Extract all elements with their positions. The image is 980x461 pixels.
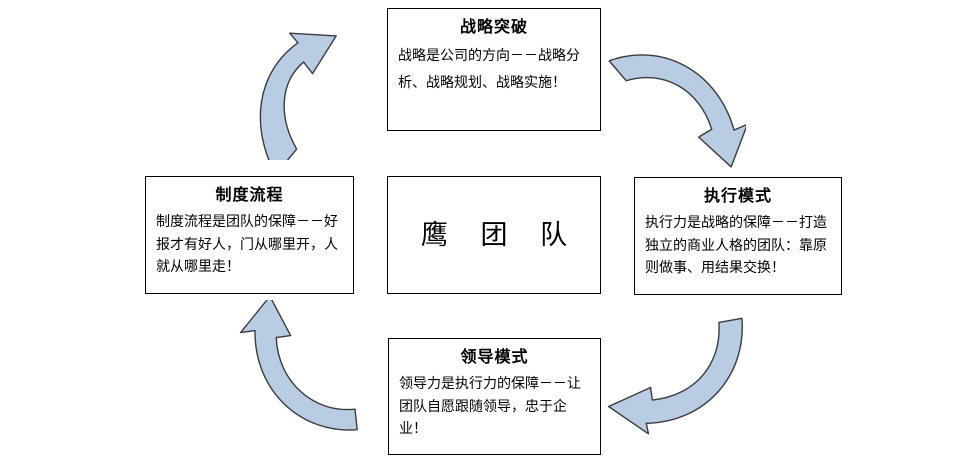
node-body-strategy: 战略是公司的方向－－战略分析、战略规划、战略实施！ [398, 48, 580, 92]
diagram-node-leadership[interactable]: 领导模式 领导力是执行力的保障－－让团队自愿跟随领导，忠于企业！ [388, 338, 601, 455]
node-title-strategy: 战略突破 [459, 17, 528, 36]
diagram-node-process[interactable]: 制度流程 制度流程是团队的保障－－好报才有好人，门从哪里开，人就从哪里走！ [145, 176, 354, 294]
node-body-execution: 执行力是战略的保障－－打造独立的商业人格的团队：靠原则做事、用结果交换！ [645, 215, 827, 277]
node-title-execution: 执行模式 [703, 186, 772, 205]
node-body-process: 制度流程是团队的保障－－好报才有好人，门从哪里开，人就从哪里走！ [156, 214, 338, 276]
node-title-leadership: 领导模式 [460, 347, 529, 366]
diagram-node-strategy[interactable]: 战略突破 战略是公司的方向－－战略分析、战略规划、战略实施！ [387, 8, 601, 131]
diagram-node-center[interactable]: 鹰 团 队 [387, 176, 601, 294]
curved-arrow-icon-leadership-to-process [234, 300, 379, 440]
curved-arrow-icon-execution-to-leadership [606, 300, 751, 440]
curved-arrow-icon-strategy-to-execution [606, 34, 746, 176]
curved-arrow-icon-process-to-strategy [240, 28, 380, 160]
center-title: 鹰 团 队 [420, 219, 580, 251]
node-body-leadership: 领导力是执行力的保障－－让团队自愿跟随领导，忠于企业！ [399, 376, 581, 438]
node-title-process: 制度流程 [215, 185, 284, 204]
diagram-node-execution[interactable]: 执行模式 执行力是战略的保障－－打造独立的商业人格的团队：靠原则做事、用结果交换… [634, 177, 842, 295]
